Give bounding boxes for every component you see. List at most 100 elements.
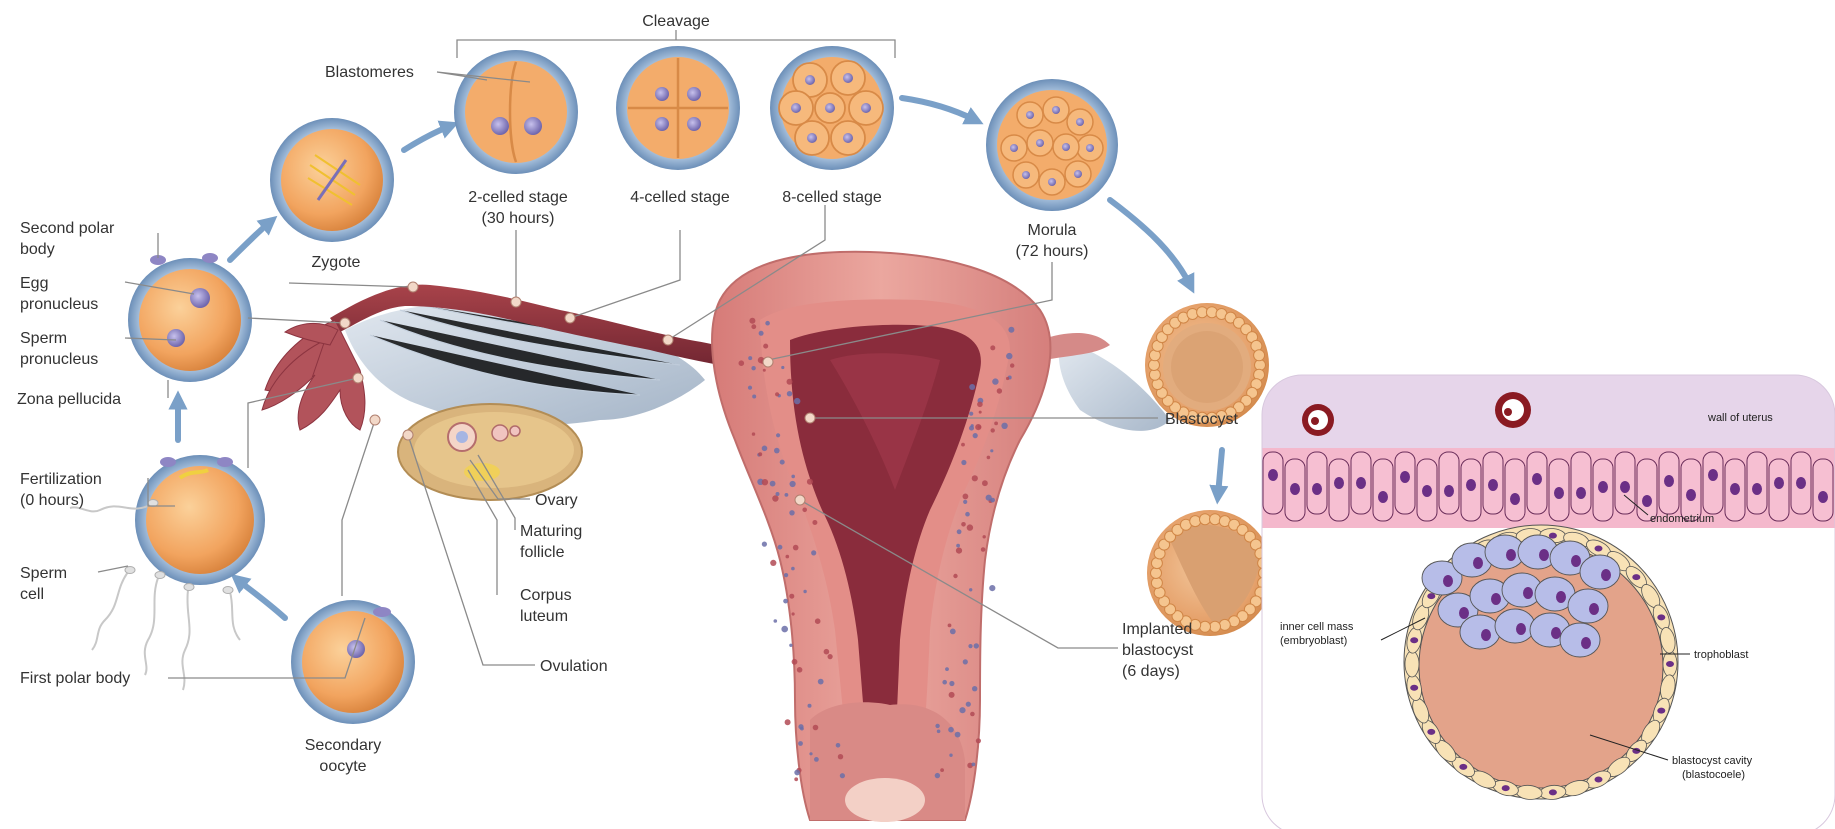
uterus-dot: [975, 424, 981, 430]
icm-nucleus: [1473, 557, 1483, 569]
uterus-dot: [811, 550, 816, 555]
label-sperm-pro-2: pronucleus: [20, 351, 98, 368]
uterus-dot: [955, 732, 961, 738]
fertilization-cell: [135, 455, 265, 585]
arrow-8cell-to-morula: [902, 98, 975, 120]
uterus-dot: [967, 524, 973, 530]
uterus-dot: [772, 495, 778, 501]
label-2cell-1: 2-celled stage: [468, 189, 568, 206]
uterus-dot: [752, 395, 756, 399]
trophoblast-bead: [1219, 619, 1230, 630]
uterus-dot: [972, 475, 978, 481]
two-cell-embryo: [454, 50, 578, 174]
uterus-dot: [752, 432, 755, 435]
uterus-dot: [791, 567, 795, 571]
uterus-dot: [759, 331, 764, 336]
uterus-dot: [791, 475, 795, 479]
trophoblast-bead: [1210, 621, 1221, 632]
endometrium-cell: [1329, 459, 1349, 521]
endometrium-cell: [1571, 452, 1591, 514]
label-corpus-2: luteum: [520, 608, 568, 625]
uterus-dot: [763, 344, 768, 349]
uterus-dot: [953, 574, 957, 578]
eight-cell-embryo: [770, 46, 894, 170]
uterus-dot: [794, 398, 800, 404]
endometrium-nucleus: [1356, 477, 1366, 489]
leader-oocyte-to-tube: [342, 420, 375, 596]
label-icm-1: inner cell mass: [1280, 621, 1354, 633]
label-zona: Zona pellucida: [17, 391, 121, 408]
uterus-dot: [814, 757, 819, 762]
endometrium-nucleus: [1488, 479, 1498, 491]
label-sperm-cell-2: cell: [20, 586, 44, 603]
endometrium-nucleus: [1664, 475, 1674, 487]
uterus-dot: [997, 388, 1002, 393]
uterus-dot: [986, 495, 992, 501]
uterus-dot: [807, 479, 813, 485]
endometrium-nucleus: [1400, 471, 1410, 483]
zygote-cell: [270, 118, 394, 242]
uterus-dot: [1001, 423, 1007, 429]
uterus-dot: [794, 770, 800, 776]
label-trophoblast: trophoblast: [1694, 649, 1748, 661]
uterus-dot: [983, 535, 986, 538]
endometrium-nucleus: [1268, 469, 1278, 481]
icm-nucleus: [1539, 549, 1549, 561]
trophoblast-bead: [1190, 516, 1201, 527]
endometrium-nucleus: [1642, 495, 1652, 507]
uterus-dot: [957, 529, 962, 534]
uterus-dot: [972, 763, 976, 767]
uterus-dot: [776, 433, 780, 437]
uterus-dot: [836, 743, 841, 748]
uterus-dot: [781, 626, 788, 633]
uterus-dot: [776, 492, 780, 496]
endometrium-nucleus: [1686, 489, 1696, 501]
icm-cell: [1495, 609, 1535, 643]
uterus-dot: [971, 424, 974, 427]
endometrium-nucleus: [1730, 483, 1740, 495]
trophoblast-nucleus: [1427, 729, 1435, 735]
icm-nucleus: [1443, 575, 1453, 587]
uterus-dot: [994, 422, 998, 426]
label-implanted-2: blastocyst: [1122, 642, 1194, 659]
label-maturing-1: Maturing: [520, 523, 582, 540]
label-wall-of-uterus: wall of uterus: [1707, 412, 1773, 424]
label-sec-oocyte-1: Secondary: [305, 737, 382, 754]
uterus-dot: [765, 321, 770, 326]
uterus-dot: [798, 741, 803, 746]
uterus-dot: [749, 318, 755, 324]
label-2cell-2: (30 hours): [482, 210, 555, 227]
endometrium-nucleus: [1444, 485, 1454, 497]
endometrium-nucleus: [1422, 485, 1432, 497]
uterus-dot: [785, 493, 789, 497]
uterus-dot: [1008, 327, 1014, 333]
icm-cell: [1580, 555, 1620, 589]
icm-nucleus: [1481, 629, 1491, 641]
follicle-small: [492, 425, 508, 441]
icm-nucleus: [1571, 555, 1581, 567]
uterus-dot: [961, 443, 965, 447]
icm-nucleus: [1556, 591, 1566, 603]
trophoblast-bead: [1200, 514, 1211, 525]
endometrium-nucleus: [1576, 487, 1586, 499]
label-ovary: Ovary: [535, 492, 578, 509]
trophoblast-bead: [1210, 514, 1221, 525]
uterus-dot: [808, 704, 812, 708]
label-cavity-1: blastocyst cavity: [1672, 755, 1753, 767]
trophoblast-bead: [1206, 307, 1217, 318]
arrow-oocyte-to-fertilization: [238, 580, 285, 618]
label-second-polar-1: Second polar: [20, 220, 115, 237]
endometrium-nucleus: [1290, 483, 1300, 495]
label-fert-2: (0 hours): [20, 492, 84, 509]
endometrium-nucleus: [1510, 493, 1520, 505]
arrow-zygote-to-2cell: [404, 126, 450, 150]
uterus-dot: [793, 545, 799, 551]
uterus-dot: [789, 644, 792, 647]
uterus-dot: [959, 707, 965, 713]
endometrium-cell: [1637, 459, 1657, 521]
uterus-dot: [969, 384, 975, 390]
endometrium-cell: [1769, 459, 1789, 521]
endometrium-nucleus: [1818, 491, 1828, 503]
trophoblast-bead: [1200, 621, 1211, 632]
uterus-dot: [812, 520, 817, 525]
